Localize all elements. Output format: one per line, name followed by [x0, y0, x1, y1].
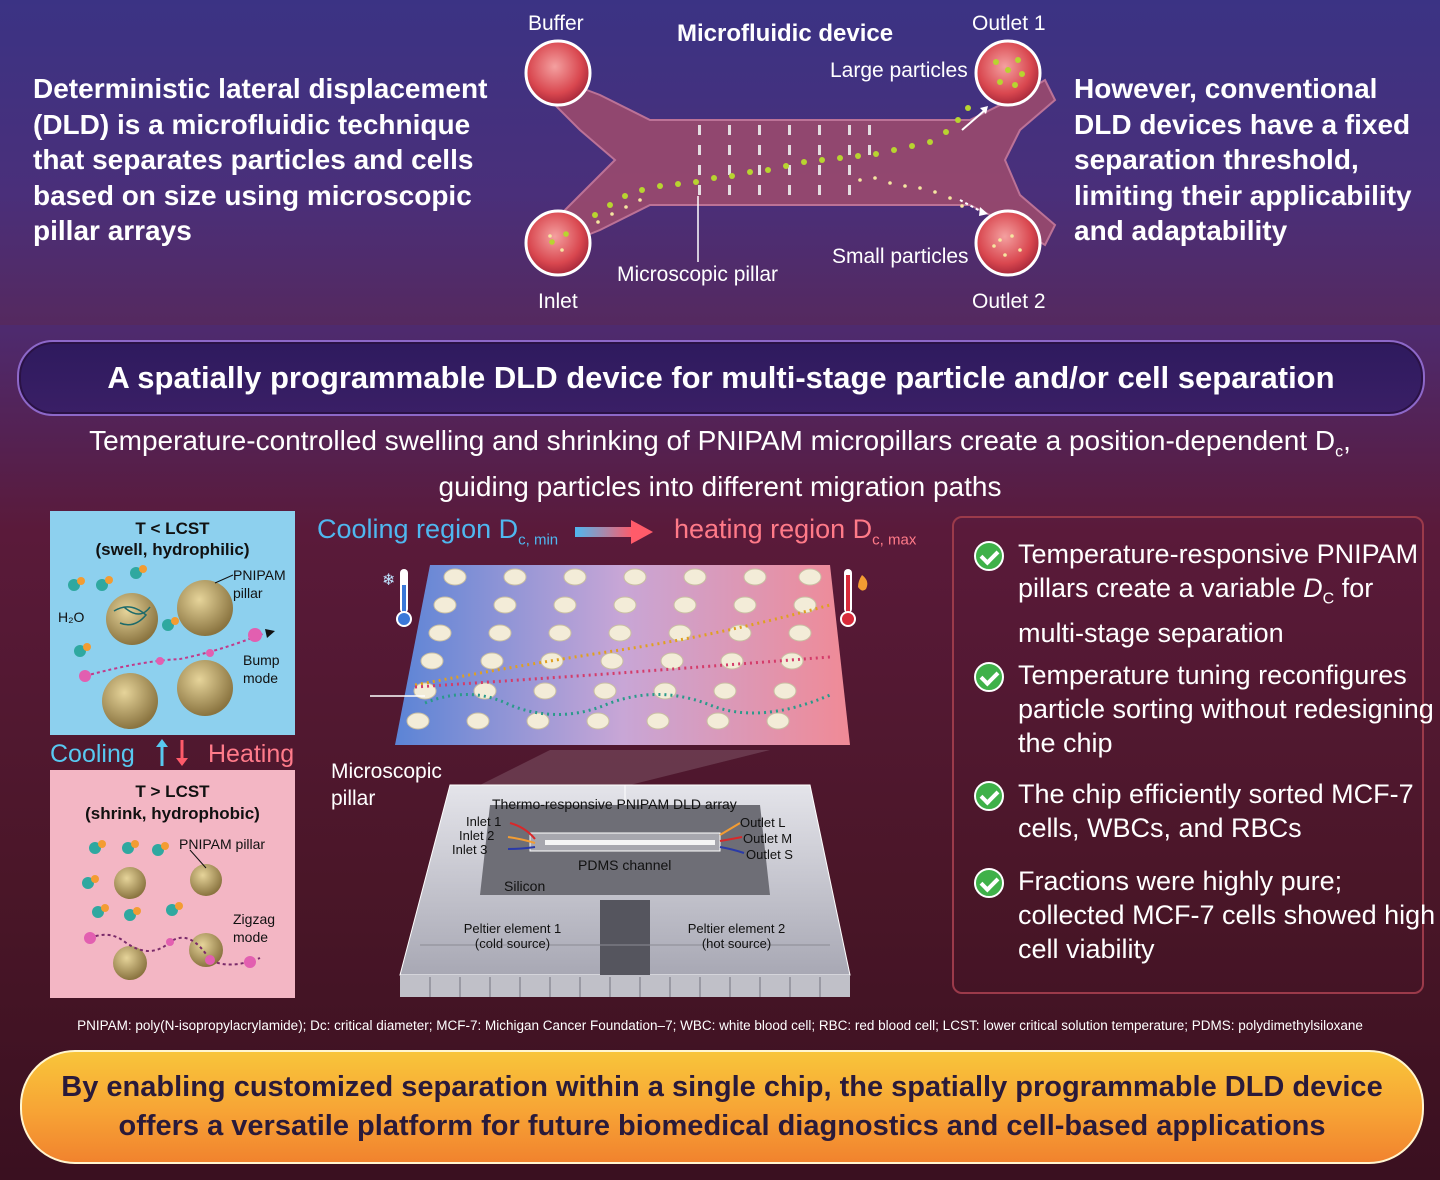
shrink-pnipam-label: PNIPAM pillar — [179, 836, 266, 852]
cool-heat-arrows-icon — [156, 739, 188, 766]
peltier1-label: Peltier element 1(cold source) — [463, 921, 562, 951]
check-icon — [974, 868, 1004, 898]
swell-title: T < LCST — [135, 519, 210, 538]
outlet2-label: Outlet 2 — [972, 290, 1046, 313]
inlet3-label: Inlet 3 — [452, 842, 488, 857]
banner-text: A spatially programmable DLD device for … — [107, 360, 1335, 395]
svg-text:❄: ❄ — [382, 570, 395, 589]
cold-thermometer-icon: ❄ — [382, 569, 412, 627]
microfluidic-device-diagram — [524, 39, 1057, 277]
heating-label: Heating — [208, 740, 295, 768]
subtitle: Temperature-controlled swelling and shri… — [0, 424, 1440, 504]
microscopic-pillar-label: Microscopic pillar — [617, 263, 779, 286]
outlet-l-label: Outlet L — [740, 815, 786, 830]
water-label: H₂O — [58, 609, 85, 625]
chip-device-diagram — [399, 750, 851, 997]
array-pillar-label: Microscopic pillar — [331, 760, 442, 810]
shrink-diagram — [82, 840, 261, 980]
cooling-label: Cooling — [50, 740, 135, 768]
inlet2-label: Inlet 2 — [459, 828, 495, 843]
zigzag-mode-label: Zigzag mode — [233, 911, 276, 945]
swell-pnipam-label: PNIPAM pillar — [233, 567, 286, 601]
heating-region-label: heating region Dc, max — [674, 514, 917, 549]
silicon-label: Silicon — [504, 878, 546, 894]
check-icon — [974, 662, 1004, 692]
limitation-text: However, conventional DLD devices have a… — [1074, 73, 1412, 246]
shrink-panel: T > LCST (shrink, hydrophobic) PNIPAM pi… — [50, 770, 295, 998]
conclusion-text: By enabling customized separation within… — [61, 1071, 1383, 1142]
subtitle-end: , — [1343, 425, 1351, 456]
check-icon — [974, 781, 1004, 811]
title-banner: A spatially programmable DLD device for … — [17, 340, 1425, 416]
gradient-arrow-icon — [575, 520, 653, 544]
swell-subtitle: (swell, hydrophilic) — [95, 540, 250, 559]
shrink-subtitle: (shrink, hydrophobic) — [85, 804, 260, 823]
small-particles-label: Small particles — [832, 245, 969, 268]
cooling-region-label: Cooling region Dc, min — [317, 514, 559, 549]
large-particles-label: Large particles — [830, 59, 968, 82]
check-icon — [974, 541, 1004, 571]
inlet-label: Inlet — [538, 290, 578, 313]
outlet-s-label: Outlet S — [746, 847, 793, 862]
finding-text: Temperature tuning reconfigures particle… — [1018, 660, 1434, 758]
outlet1-label: Outlet 1 — [972, 12, 1046, 35]
swell-diagram — [68, 565, 275, 729]
pdms-channel-label: PDMS channel — [578, 857, 672, 873]
inlet1-label: Inlet 1 — [466, 814, 502, 829]
device-title: Microfluidic device — [677, 20, 894, 47]
finding-text: Fractions were highly pure; collected MC… — [1018, 866, 1436, 964]
outlet-m-label: Outlet M — [743, 831, 793, 846]
subtitle-line1: Temperature-controlled swelling and shri… — [89, 425, 1336, 456]
peltier2-label: Peltier element 2(hot source) — [687, 921, 786, 951]
bump-mode-label: Bump mode — [243, 652, 280, 686]
conclusion-banner: By enabling customized separation within… — [20, 1050, 1424, 1164]
findings-panel: Temperature-responsive PNIPAM pillars cr… — [952, 516, 1435, 994]
subtitle-line2: guiding particles into different migrati… — [438, 470, 1002, 502]
pnipam-array-diagram — [370, 565, 850, 745]
footnote: PNIPAM: poly(N-isopropylacrylamide); Dc:… — [77, 1018, 1363, 1033]
hot-thermometer-icon — [840, 569, 868, 627]
buffer-label: Buffer — [528, 12, 584, 35]
finding-text: The chip efficiently sorted MCF-7 cells,… — [1018, 779, 1414, 843]
finding-text: Temperature-responsive PNIPAM pillars cr… — [1018, 539, 1419, 649]
subtitle-sub: c — [1335, 443, 1344, 461]
chip-title: Thermo-responsive PNIPAM DLD array — [492, 796, 737, 812]
shrink-title: T > LCST — [135, 782, 210, 801]
swell-panel: T < LCST (swell, hydrophilic) PNIPAM pil… — [50, 511, 295, 735]
intro-text: Deterministic lateral displacement (DLD)… — [33, 73, 488, 246]
